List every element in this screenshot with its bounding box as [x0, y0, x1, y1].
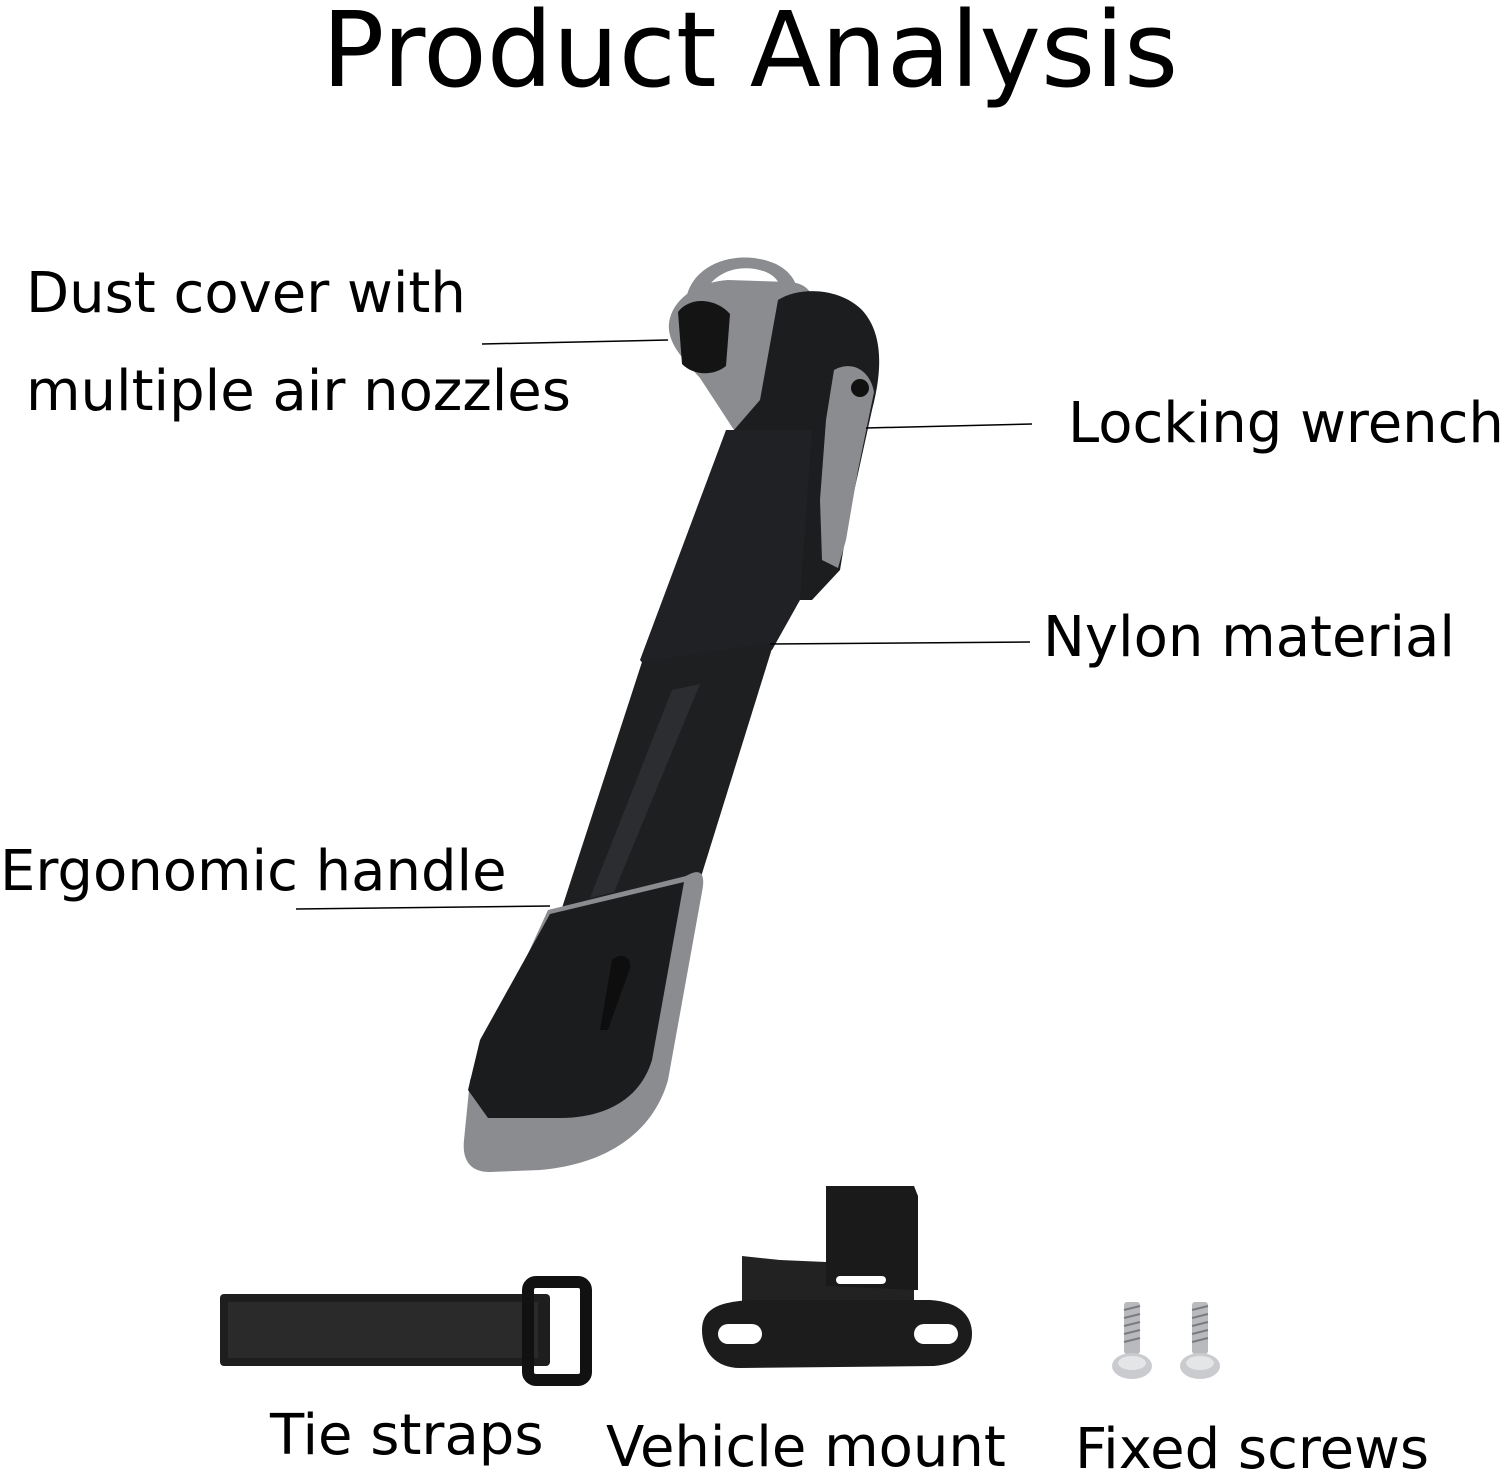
ergonomic-handle-label: Ergonomic handle — [0, 839, 507, 904]
tie-strap-texture — [228, 1302, 538, 1358]
mount-clip — [826, 1186, 918, 1290]
locking-wrench-label: Locking wrench — [1068, 391, 1500, 456]
bike-pump — [463, 257, 880, 1172]
tie-strap-buckle — [522, 1276, 592, 1386]
screw-icon — [1180, 1302, 1220, 1379]
pump-barrel-lower — [560, 642, 774, 914]
vehicle-mount-label: Vehicle mount — [606, 1415, 1006, 1480]
pump-barrel-upper — [640, 430, 812, 672]
lever-pivot-icon — [851, 379, 869, 397]
handle-groove-icon — [600, 955, 631, 1030]
air-nozzle-icon — [678, 300, 730, 374]
locking-wrench-lever — [820, 366, 874, 568]
dust-cover-label-line1: Dust cover with — [26, 261, 466, 326]
nylon-material-leader — [769, 641, 1031, 645]
dust-cover-leader — [481, 339, 669, 345]
dust-cover-loop — [686, 257, 799, 318]
vehicle-mount-bracket — [702, 1186, 972, 1368]
mount-hole-right — [914, 1324, 958, 1344]
screw-icon — [1112, 1302, 1152, 1379]
ergonomic-handle-leader — [295, 905, 551, 910]
page-title: Product Analysis — [321, 0, 1179, 111]
mount-hole-left — [718, 1324, 762, 1344]
tie-strap — [220, 1276, 592, 1386]
ergonomic-handle-grip — [468, 882, 684, 1118]
dust-cover-label-line2: multiple air nozzles — [26, 359, 571, 424]
locking-wrench-leader — [865, 423, 1033, 429]
mount-body — [742, 1256, 914, 1310]
nylon-material-label: Nylon material — [1043, 605, 1455, 670]
barrel-highlight — [590, 684, 700, 898]
tie-straps-label: Tie straps — [270, 1403, 544, 1468]
mount-plate — [702, 1300, 972, 1368]
mount-slot — [836, 1276, 886, 1284]
callout-lines — [295, 339, 1033, 910]
fixed-screws-label: Fixed screws — [1075, 1417, 1430, 1482]
fixed-screws — [1112, 1302, 1220, 1379]
